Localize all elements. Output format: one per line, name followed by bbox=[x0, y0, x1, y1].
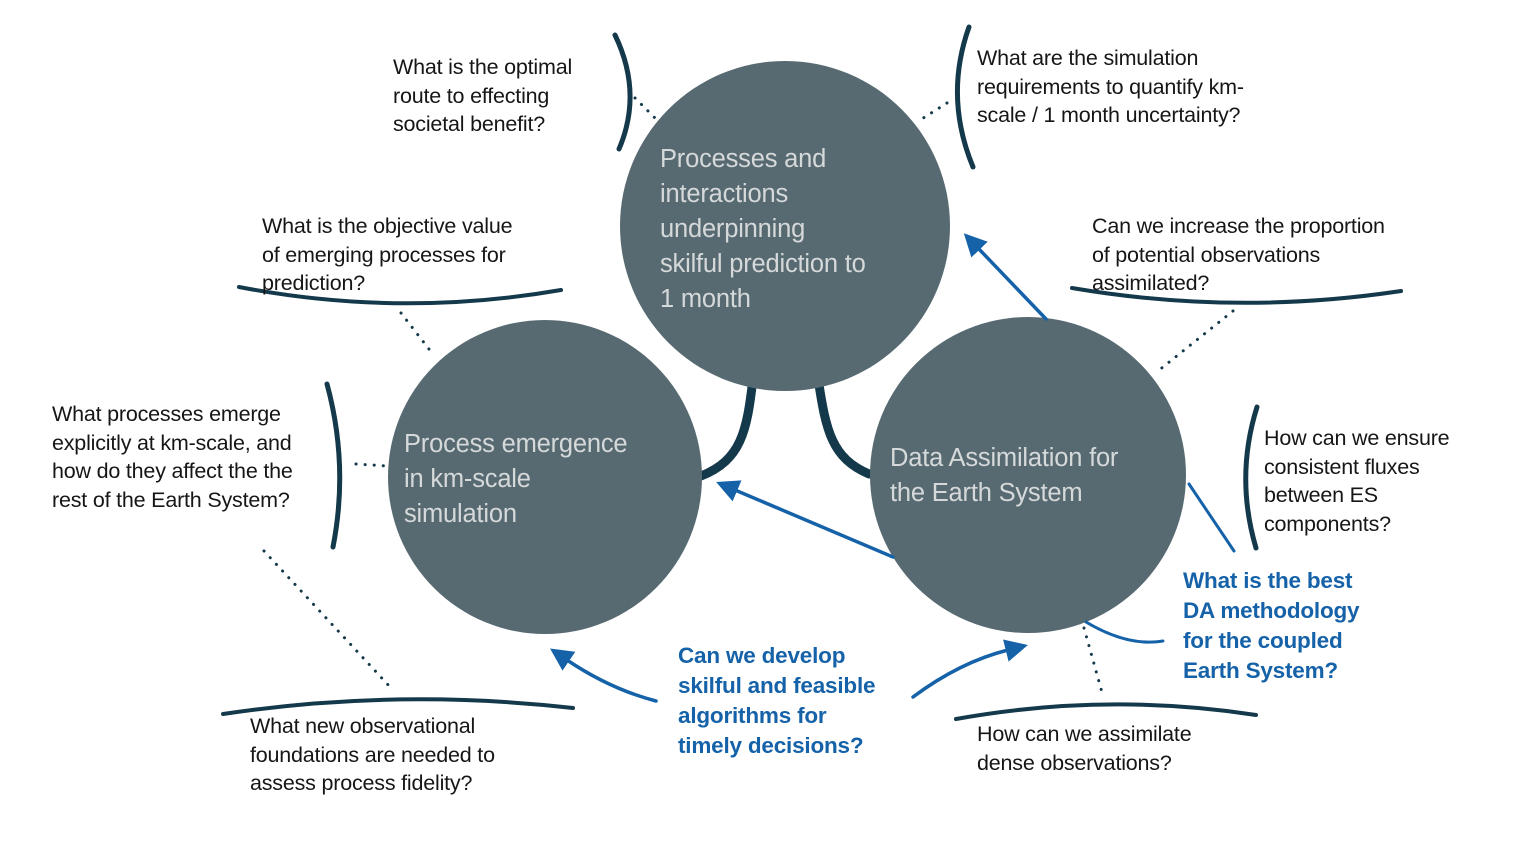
arrow-algorithms-to-emergence bbox=[550, 648, 658, 703]
paren-arc-consistent-fluxes bbox=[1243, 404, 1260, 551]
question-objective-value: What is the objective value of emerging … bbox=[262, 214, 513, 296]
node-emergence-line: simulation bbox=[404, 499, 517, 528]
question-algorithms: Can we develop skilful and feasible algo… bbox=[678, 643, 876, 758]
dotted-connector-observations-assimilated bbox=[1156, 309, 1235, 373]
node-assimilation-line: Data Assimilation for bbox=[890, 444, 1119, 472]
node-prediction-line: underpinning bbox=[660, 214, 806, 243]
dotted-connector-objective-value bbox=[399, 311, 434, 355]
dotted-connector-observational-foundations bbox=[262, 549, 393, 690]
node-assimilation-label: Data Assimilation for the Earth System bbox=[890, 441, 1180, 511]
node-assimilation-line: the Earth System bbox=[890, 478, 1083, 507]
link-leg-prediction-assimilation bbox=[813, 373, 874, 479]
question-observational-foundations: What new observational foundations are n… bbox=[250, 714, 495, 796]
node-emergence-circle bbox=[388, 320, 702, 634]
paren-arc-processes-emerge bbox=[324, 381, 343, 550]
link-leg-prediction-emergence bbox=[696, 373, 758, 481]
question-dense-observations: How can we assimilate dense observations… bbox=[977, 722, 1192, 775]
underline-arc-observations-assimilated bbox=[1070, 286, 1403, 305]
question-processes-emerge: What processes emerge explicitly at km-s… bbox=[52, 402, 293, 512]
question-simulation-requirements: What are the simulation requirements to … bbox=[977, 46, 1244, 128]
underline-arc-objective-value bbox=[237, 285, 563, 306]
dotted-connector-processes-emerge bbox=[354, 462, 389, 468]
paren-arc-simulation-requirements bbox=[954, 24, 976, 170]
node-prediction-line: interactions bbox=[660, 179, 789, 208]
node-prediction-line: skilful prediction to bbox=[660, 249, 866, 278]
overline-arc-observational-foundations bbox=[221, 697, 575, 716]
dotted-connector-simulation-requirements bbox=[915, 101, 949, 124]
dotted-connector-societal-benefit bbox=[633, 96, 661, 124]
question-societal-benefit: What is the optimal route to effecting s… bbox=[393, 55, 573, 137]
node-emergence-line: Process emergence bbox=[404, 430, 628, 458]
node-emergence-line: in km-scale bbox=[404, 464, 531, 493]
blue-connector-da-methodology-lower bbox=[1084, 620, 1165, 644]
paren-arc-societal-benefit bbox=[612, 32, 633, 152]
node-prediction-line: Processes and bbox=[660, 145, 827, 173]
node-emergence-label: Process emergence in km-scale simulation bbox=[404, 427, 684, 532]
node-prediction-label: Processes and interactions underpinning … bbox=[660, 142, 920, 317]
question-da-methodology: What is the best DA methodology for the … bbox=[1183, 568, 1360, 683]
dotted-connector-dense-observations bbox=[1082, 626, 1105, 698]
node-prediction-line: 1 month bbox=[660, 284, 751, 313]
node-prediction-circle bbox=[620, 61, 950, 391]
arrow-assimilation-to-emergence bbox=[716, 480, 895, 559]
arrow-assimilation-to-prediction bbox=[963, 233, 1048, 321]
question-consistent-fluxes: How can we ensure consistent fluxes betw… bbox=[1264, 426, 1450, 536]
arrow-algorithms-to-assimilation bbox=[911, 639, 1028, 699]
blue-connector-da-methodology-upper bbox=[1187, 482, 1236, 553]
node-assimilation-circle bbox=[870, 317, 1186, 633]
question-observations-assimilated: Can we increase the proportion of potent… bbox=[1092, 214, 1385, 296]
overline-arc-dense-observations bbox=[954, 702, 1258, 721]
